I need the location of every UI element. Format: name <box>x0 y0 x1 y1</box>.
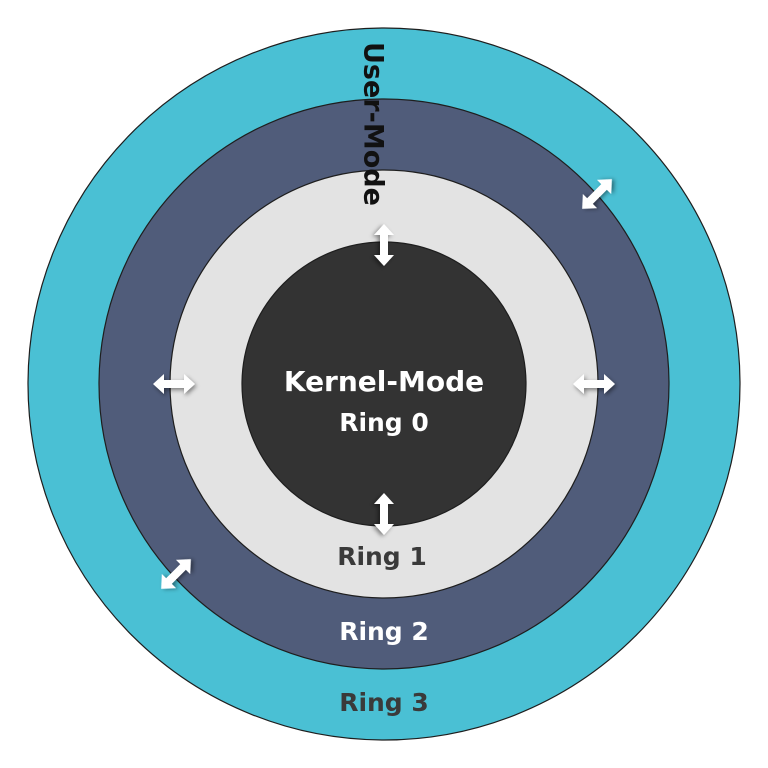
ring-1-label: Ring 1 <box>337 542 427 571</box>
ring-2-label: Ring 2 <box>339 617 429 646</box>
kernel-mode-label: Kernel-Mode <box>284 365 484 398</box>
ring-0-label: Ring 0 <box>339 408 429 437</box>
ring-3-label: Ring 3 <box>339 688 429 717</box>
user-mode-label: User-Mode <box>358 42 389 206</box>
